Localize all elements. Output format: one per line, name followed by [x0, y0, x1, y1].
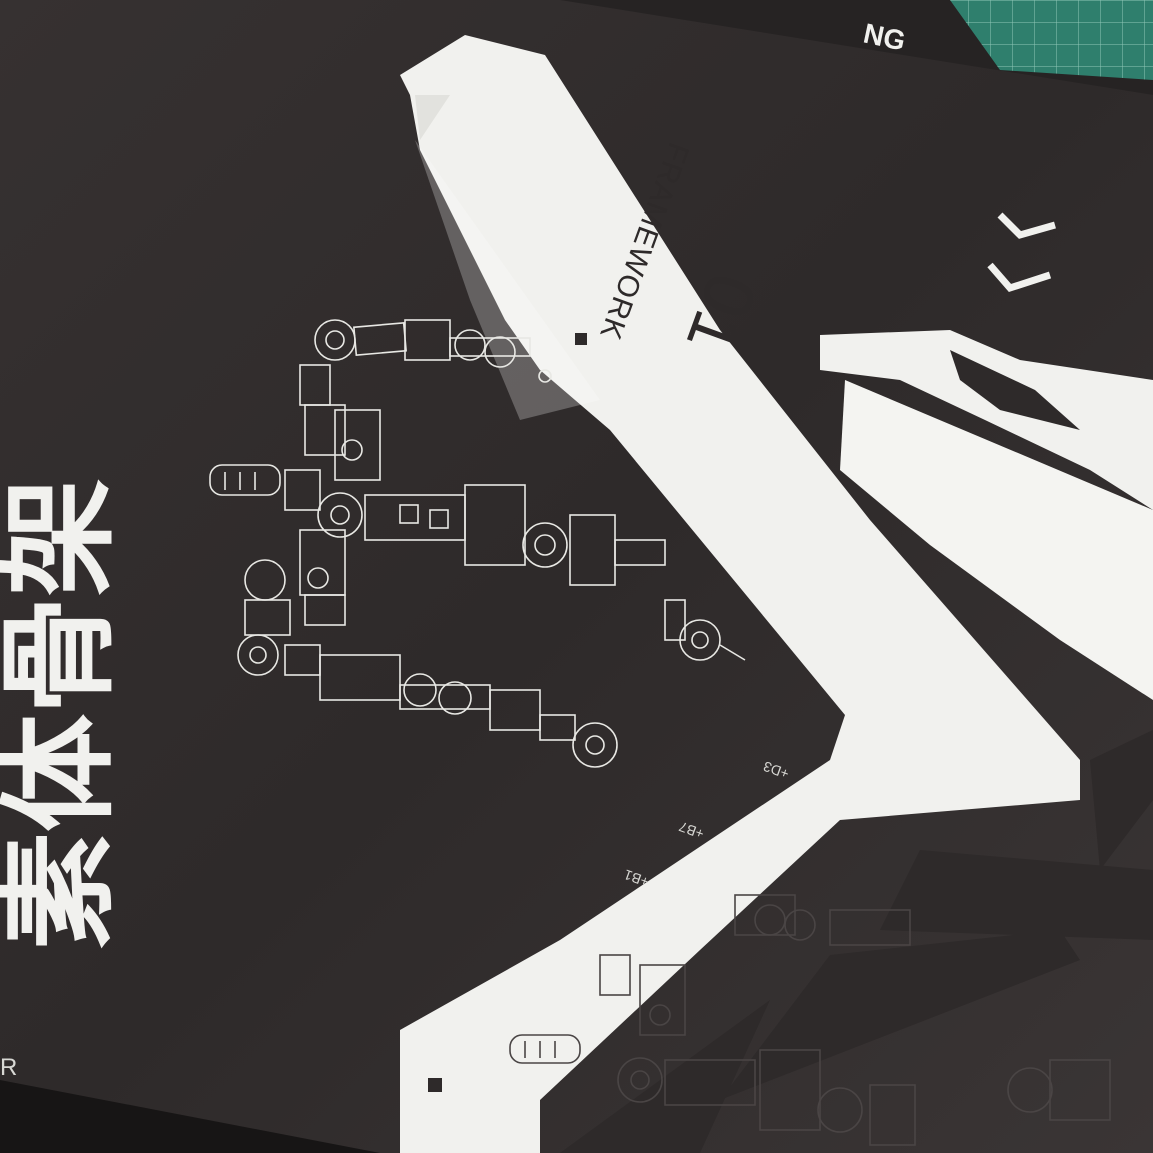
marker-square-bottom [428, 1078, 442, 1092]
white-arrow-panel [400, 35, 1080, 1153]
dark-divider [950, 350, 1080, 430]
double-chevron-down-icon [987, 212, 1056, 293]
dark-slash-2 [880, 850, 1153, 940]
side-title: 素体骨架 [0, 478, 128, 950]
dark-slash-1 [1090, 730, 1153, 870]
side-char: R [0, 1054, 17, 1081]
white-block-upper [820, 330, 1153, 510]
dark-slash-3 [720, 930, 1080, 1100]
robot-skeleton-lineart [209, 319, 746, 768]
box-edge-shadow [0, 1080, 380, 1153]
arrow-dark-cut [415, 95, 450, 140]
side-title-group: 素体骨架 [0, 478, 128, 950]
arrow-shadow-edge [415, 140, 600, 420]
marker-square-top [575, 333, 587, 345]
white-block-lower [840, 380, 1153, 700]
robot-skeleton-lineart-lower [509, 894, 1111, 1146]
